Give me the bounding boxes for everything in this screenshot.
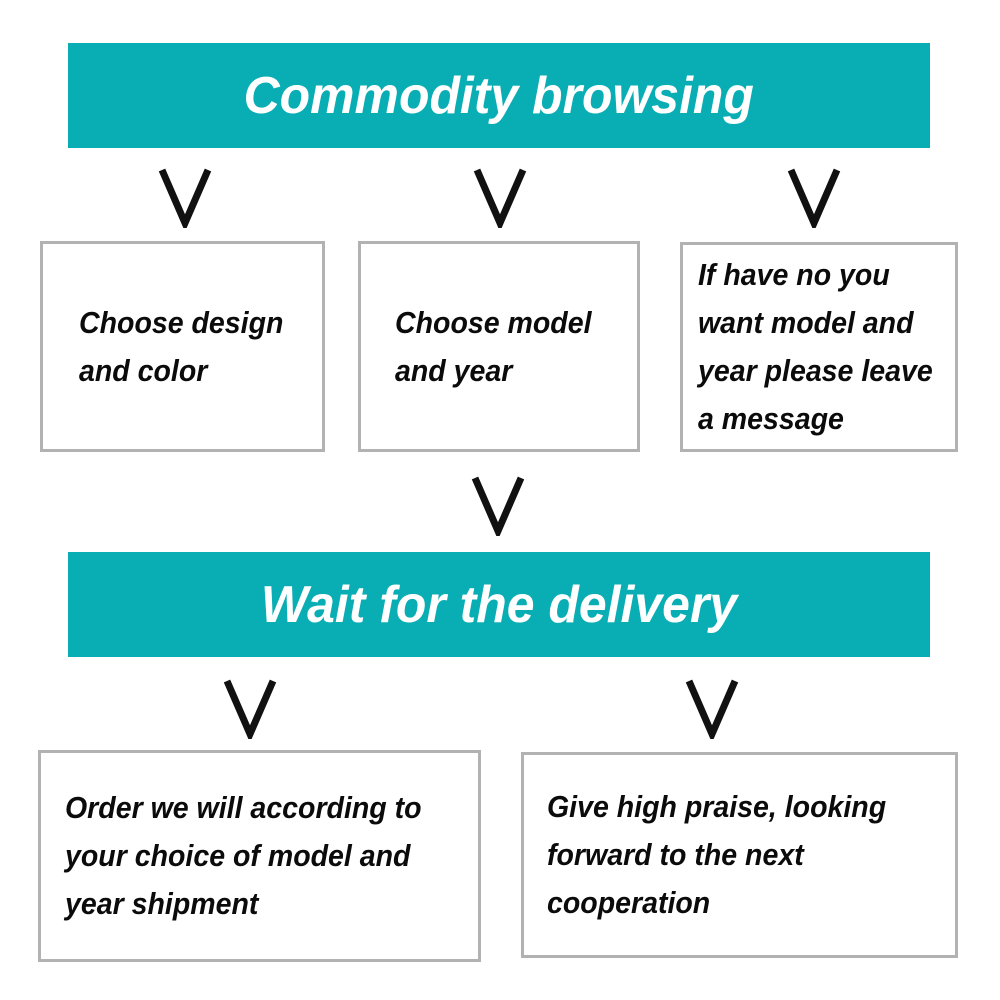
step-box-text: Choose model and year	[395, 304, 592, 388]
step-box-order-shipment: Order we will according to your choice o…	[38, 750, 481, 962]
step-box-give-high-praise: Give high praise, looking forward to the…	[521, 752, 958, 958]
down-arrow-icon	[684, 677, 740, 739]
step-box-text: Give high praise, looking forward to the…	[547, 789, 887, 920]
step-box-text: Choose design and color	[79, 304, 284, 388]
step-box-text: Order we will according to your choice o…	[65, 790, 422, 921]
step-box-choose-model-year: Choose model and year	[358, 241, 640, 452]
down-arrow-icon	[157, 166, 213, 228]
down-arrow-icon	[470, 474, 526, 536]
down-arrow-icon	[222, 677, 278, 739]
down-arrow-icon	[786, 166, 842, 228]
banner-commodity-browsing-label: Commodity browsing	[243, 66, 755, 125]
step-box-text: If have no you want model and year pleas…	[698, 257, 933, 436]
banner-wait-for-delivery: Wait for the delivery	[68, 552, 930, 657]
banner-wait-for-delivery-label: Wait for the delivery	[260, 575, 738, 634]
banner-commodity-browsing: Commodity browsing	[68, 43, 930, 148]
step-box-leave-message: If have no you want model and year pleas…	[680, 242, 958, 452]
step-box-choose-design-color: Choose design and color	[40, 241, 325, 452]
down-arrow-icon	[472, 166, 528, 228]
